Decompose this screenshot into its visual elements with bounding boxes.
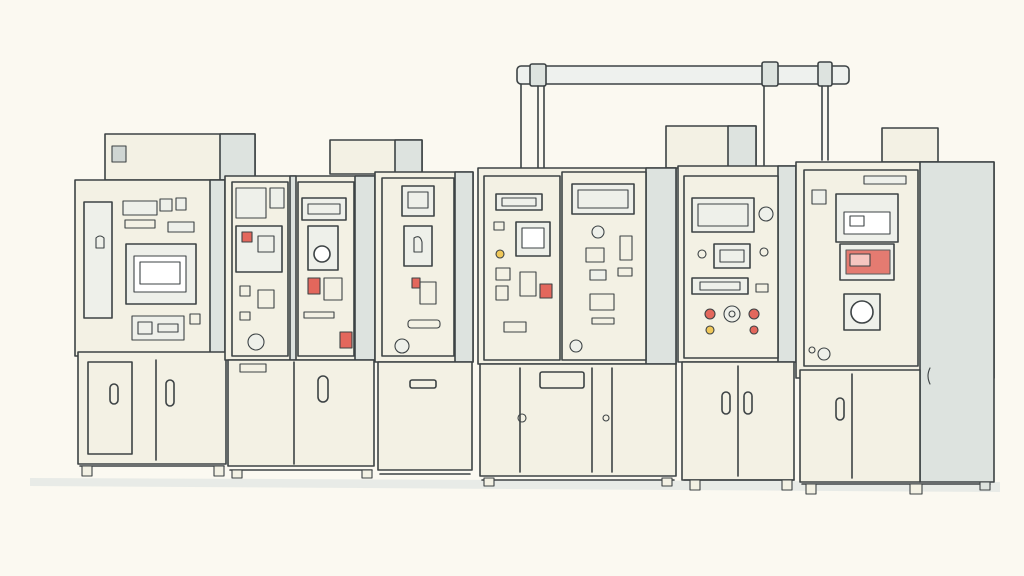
cabinet-6 [795,161,995,495]
cabinet-5 [677,165,797,491]
top-box-2 [329,139,423,175]
top-box-3 [665,125,757,169]
cabinet-4 [477,167,677,487]
ground-shadow [30,478,1000,492]
overhead-pipe [516,61,850,169]
cabinet-2 [224,175,376,479]
top-box-1 [104,133,256,181]
cabinet-3 [374,171,474,475]
cabinet-1 [74,179,227,477]
top-box-4 [881,127,939,163]
